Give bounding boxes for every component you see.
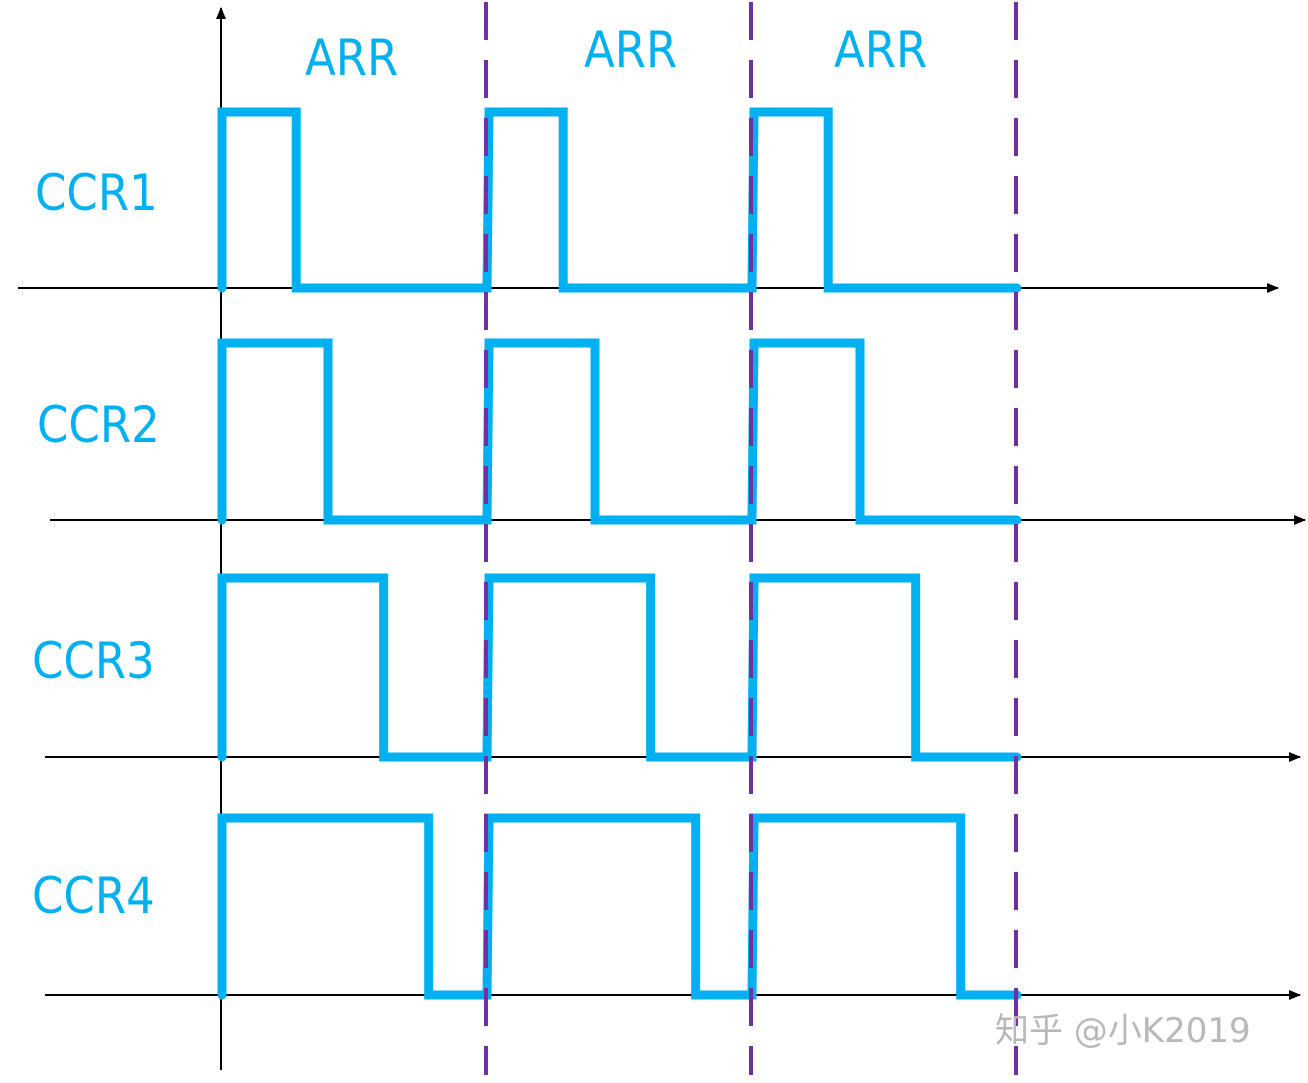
pwm-waveform	[217, 338, 1022, 525]
period-label: ARR	[305, 29, 398, 87]
channel-label: CCR1	[35, 164, 158, 222]
channel-label: CCR4	[32, 867, 155, 925]
pwm-waveform	[217, 813, 1022, 1000]
period-label: ARR	[584, 21, 677, 79]
pwm-waveform	[217, 573, 1022, 762]
period-label: ARR	[834, 21, 927, 79]
watermark: 知乎 @小K2019	[995, 1011, 1251, 1051]
pwm-waveform	[217, 107, 1022, 293]
channel-label: CCR2	[37, 396, 160, 454]
channel-label: CCR3	[32, 632, 155, 690]
